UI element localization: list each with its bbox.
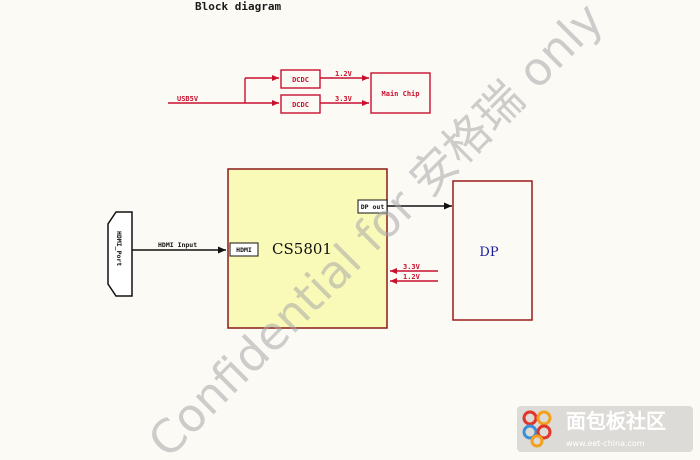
logo-text: 面包板社区 <box>566 409 666 433</box>
cs5801-chip <box>227 168 388 329</box>
rail-bottom-label: 3.3V <box>335 95 353 103</box>
dcdc-top-label: DCDC <box>292 76 309 84</box>
dp-out-pin-label: DP out <box>361 203 385 211</box>
rail-top-label: 1.2V <box>335 70 353 78</box>
dp-box <box>452 180 533 321</box>
usb5v-label: USB5V <box>177 95 199 103</box>
site-logo: 面包板社区 www.eet-china.com <box>517 406 693 452</box>
hdmi-input-label: HDMI Input <box>158 241 197 249</box>
logo-url: www.eet-china.com <box>566 439 645 448</box>
dcdc-bottom-label: DCDC <box>292 101 309 109</box>
hdmi-port-label: HDMI_Port <box>115 231 123 266</box>
logo-backdrop <box>517 406 693 452</box>
confidential-watermark: Confidential for 安格瑞 only <box>138 0 614 460</box>
hdmi-port: HDMI_Port <box>107 211 133 297</box>
logo-mark-icon <box>522 410 552 448</box>
hdmi-pin-box <box>229 242 259 257</box>
main-chip-box <box>370 72 431 114</box>
power-section: USB5V DCDC DCDC 1.2V 3.3V Main Chip <box>168 69 431 114</box>
hdmi-port-shape <box>107 211 133 297</box>
chip-rail-a-label: 3.3V <box>403 263 421 271</box>
hdmi-pin-label: HDMI <box>236 246 252 254</box>
chip-rail-b-label: 1.2V <box>403 273 421 281</box>
dcdc-bottom-box <box>280 94 321 114</box>
cs5801-label: CS5801 <box>272 240 332 258</box>
dcdc-top-box <box>280 69 321 89</box>
main-chip-label: Main Chip <box>382 90 420 98</box>
diagram-title: Block diagram <box>195 0 281 13</box>
dp-label: DP <box>479 245 498 260</box>
